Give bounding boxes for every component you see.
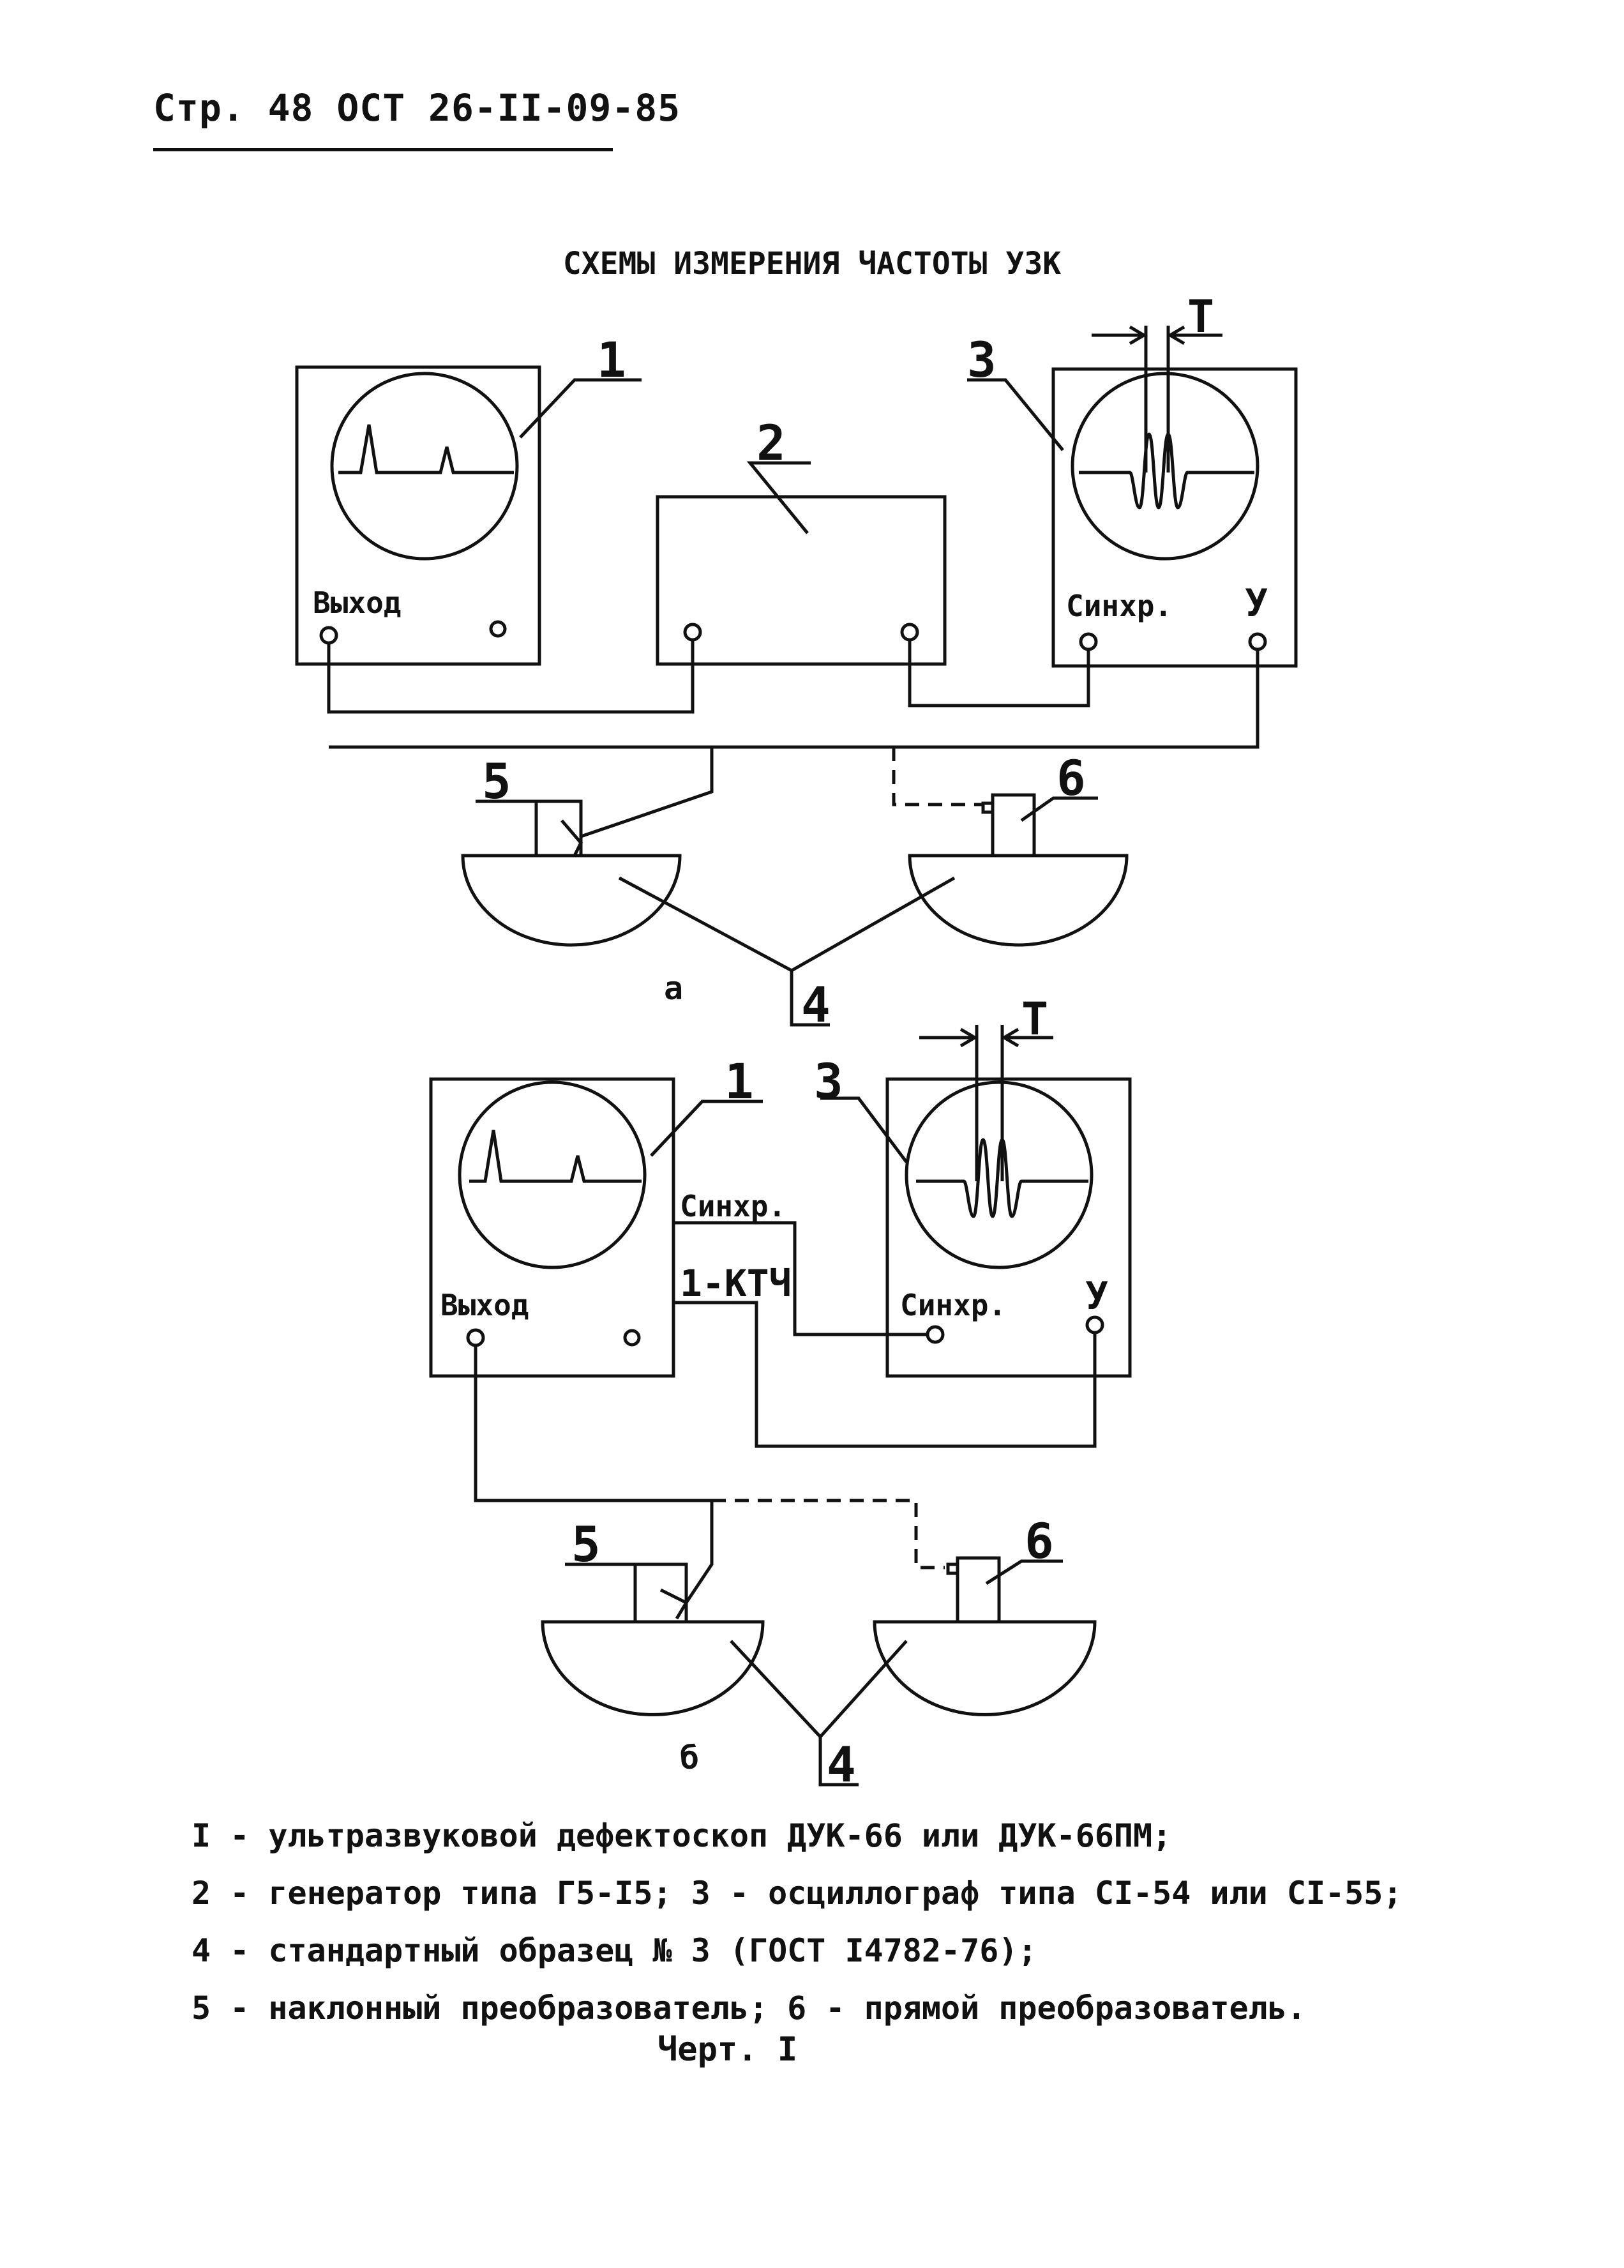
a-sample-left (461, 854, 682, 947)
b-port-sync-out: Синхр. (680, 1189, 786, 1223)
a-leader-6 (1020, 796, 1098, 822)
b-num-4: 4 (827, 1736, 856, 1793)
legend-item: 2 - генератор типа Г5-I5; 3 - осциллогра… (192, 1875, 1402, 1912)
legend-item: I - ультразвуковой дефектоскоп ДУК-66 ил… (192, 1817, 1172, 1854)
a-wire-to-probe5 (580, 747, 714, 838)
b-period-arrowhead-right (1001, 1027, 1019, 1048)
a-generator-terminal-right (900, 623, 919, 642)
b-straight-transducer (956, 1556, 1001, 1624)
b-num-3: 3 (814, 1053, 843, 1110)
a-output-terminal (319, 626, 338, 645)
a-leader-1 (519, 378, 642, 439)
b-sample-right (873, 1620, 1097, 1716)
a-inclined-transducer (534, 799, 583, 858)
b-oscillograph-screen (905, 1080, 1094, 1269)
a-wire-output-to-gen (327, 640, 695, 714)
b-port-y: У (1085, 1274, 1108, 1319)
b-inclined-transducer-wedge (659, 1588, 689, 1620)
a-generator-box (656, 495, 947, 666)
scheme-a (295, 325, 1298, 1027)
header-underline (153, 148, 613, 151)
a-generator-terminal-left (683, 623, 702, 642)
b-y-terminal (1085, 1315, 1104, 1334)
b-straight-transducer-connector (946, 1562, 959, 1575)
legend-item: 4 - стандартный образец № 3 (ГОСТ I4782-… (192, 1932, 1037, 1969)
page-header: Стр. 48 ОСТ 26-II-09-85 (153, 86, 681, 130)
b-oscillograph-box (885, 1077, 1132, 1378)
a-flaw-detector-box (295, 365, 541, 666)
a-period-arrowhead-left (1129, 325, 1147, 345)
a-sync-terminal (1079, 632, 1098, 651)
b-num-1: 1 (725, 1053, 754, 1110)
a-num-3: 3 (967, 331, 996, 388)
a-leader-3 (967, 378, 1064, 451)
b-leader-3 (820, 1096, 908, 1163)
b-leader-4 (730, 1640, 908, 1739)
a-sample-right (908, 854, 1129, 947)
a-sublabel: а (664, 970, 683, 1007)
a-leader-2 (746, 461, 811, 534)
b-flaw-detector-trace (469, 1130, 642, 1183)
b-sync-terminal (926, 1325, 945, 1344)
b-flaw-detector-screen (458, 1080, 647, 1269)
b-wire-sync (673, 1221, 928, 1336)
b-port-ktch: 1-КТЧ (680, 1262, 792, 1305)
a-leader-4-stem (790, 971, 830, 1027)
a-wire-gen-to-sync (908, 640, 1090, 707)
a-wire-bus (329, 649, 1259, 749)
b-sublabel: б (680, 1739, 699, 1776)
b-wire-dashed (712, 1499, 945, 1569)
a-inclined-transducer-wedge (560, 819, 583, 857)
a-flaw-detector-knob (489, 620, 507, 638)
b-flaw-detector-box (429, 1077, 675, 1378)
b-leader-1 (650, 1100, 763, 1157)
b-wire-output (474, 1345, 712, 1502)
a-flaw-detector-trace (338, 424, 514, 474)
a-port-sync: Синхр. (1066, 589, 1172, 623)
b-sample-left (541, 1620, 765, 1716)
b-wire-to-probe5 (684, 1501, 714, 1604)
b-leader-4-stem (818, 1737, 859, 1787)
b-num-6: 6 (1025, 1513, 1054, 1569)
a-port-output: Выход (313, 586, 401, 620)
a-num-6: 6 (1056, 750, 1086, 806)
a-num-4: 4 (801, 976, 831, 1033)
b-output-terminal (466, 1328, 485, 1347)
b-port-output: Выход (440, 1288, 529, 1322)
b-oscillograph-trace (916, 1138, 1088, 1218)
b-flaw-detector-knob (623, 1329, 641, 1347)
a-wire-to-probe6 (892, 747, 983, 806)
legend: I - ультразвуковой дефектоскоп ДУК-66 ил… (192, 1807, 1402, 2037)
figure-title: СХЕМЫ ИЗМЕРЕНИЯ ЧАСТОТЫ УЗК (562, 246, 1062, 282)
a-y-terminal (1248, 632, 1267, 651)
a-num-5: 5 (482, 753, 511, 810)
b-wire-ktch (673, 1301, 1097, 1448)
legend-item: 5 - наклонный преобразователь; 6 - прямо… (192, 1990, 1306, 2027)
a-oscillograph-box (1051, 367, 1298, 668)
a-oscillograph-trace (1079, 432, 1254, 510)
a-num-2: 2 (756, 414, 786, 471)
scheme-b (429, 1025, 1132, 1787)
b-num-5: 5 (571, 1516, 601, 1573)
a-straight-transducer (991, 793, 1036, 858)
b-period-label: T (1021, 993, 1048, 1045)
a-num-1: 1 (597, 331, 626, 388)
b-period-arrowhead-left (959, 1027, 978, 1048)
a-straight-transducer-connector (981, 801, 995, 814)
b-port-sync-in: Синхр. (900, 1288, 1006, 1322)
a-port-y: У (1245, 581, 1268, 626)
b-leader-6 (985, 1559, 1063, 1585)
a-period-arrowhead-right (1167, 325, 1185, 345)
figure-caption: Черт. I (658, 2030, 798, 2069)
a-period-label: T (1187, 291, 1214, 343)
a-oscillograph-screen (1071, 372, 1259, 561)
a-flaw-detector-screen (330, 372, 519, 561)
